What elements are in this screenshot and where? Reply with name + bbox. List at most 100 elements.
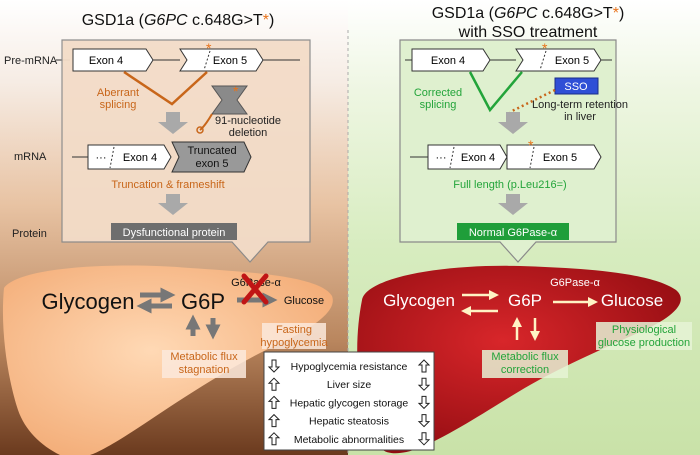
left-exon4-pre — [72, 48, 154, 72]
truncation-label: Truncation & frameshift — [111, 179, 224, 191]
dysfunctional-protein-label: Dysfunctional protein — [123, 227, 226, 239]
outcome-label: Hepatic steatosis — [309, 416, 389, 428]
physio-label-1: Physiological — [612, 324, 676, 336]
row-label-protein: Protein — [12, 228, 47, 240]
left-mrna-dots: ··· — [96, 152, 107, 164]
full-length-label: Full length (p.Leu216=) — [453, 179, 566, 191]
correction-label-1: Metabolic flux — [491, 351, 559, 363]
corrected-splice-path — [468, 71, 523, 113]
right-exon5-splice-mark — [539, 50, 547, 71]
outcome-label: Liver size — [327, 379, 372, 391]
left-g6p: G6P — [181, 289, 225, 314]
arrow-down-icon — [417, 395, 431, 410]
right-mrna-dots: ··· — [436, 152, 447, 164]
row-label-pre-mrna: Pre-mRNA — [4, 55, 58, 67]
left-mutation-star-pre: * — [206, 40, 212, 56]
left-exon5-pre — [179, 48, 264, 72]
fasting-label-2: hypoglycemia — [260, 337, 328, 349]
arrow-up-icon — [267, 432, 281, 446]
sso-binding-line — [509, 88, 556, 114]
left-exon5-splice-mark — [203, 50, 211, 71]
stagnation-label-bg — [162, 350, 246, 378]
right-exon4-pre — [411, 48, 491, 72]
fasting-label-bg — [262, 323, 326, 349]
arrow-down-icon — [417, 414, 431, 428]
deleted-fragment — [211, 85, 248, 115]
right-exon5-pre — [515, 48, 602, 72]
right-exon5-pre-label: Exon 5 — [555, 55, 589, 67]
dysfunctional-protein-box — [111, 223, 237, 240]
aberrant-splice-path — [123, 70, 208, 106]
right-mrna-exon4-label: Exon 4 — [461, 152, 495, 164]
truncated-label-1: Truncated — [187, 145, 236, 157]
left-glucose: Glucose — [284, 295, 324, 307]
truncated-exon5 — [171, 141, 252, 173]
outcome-label: Metabolic abnormalities — [294, 434, 404, 446]
stagnation-label-1: Metabolic flux — [170, 351, 238, 363]
right-arrow-to-mrna — [498, 112, 528, 134]
right-mutation-star-mrna: * — [528, 137, 534, 153]
left-panel: Exon 4 * Exon 5 Aberrant splicing * 91-n… — [61, 39, 311, 263]
stagnation-label-2: stagnation — [179, 364, 230, 376]
arrow-up-icon — [267, 377, 281, 391]
retention-label-1: Long-term retention — [532, 99, 628, 111]
right-exon4-pre-label: Exon 4 — [431, 55, 465, 67]
correction-label-2: correction — [501, 364, 549, 376]
right-g6pase: G6Pase-α — [550, 277, 600, 289]
deletion-label-2: deletion — [229, 127, 268, 139]
physio-label-2: glucose production — [598, 337, 690, 349]
normal-protein-label: Normal G6Pase-α — [469, 227, 558, 239]
outcome-label: Hepatic glycogen storage — [290, 397, 409, 409]
left-mutation-star-fragment: * — [233, 83, 239, 99]
deletion-label-1: 91-nucleotide — [215, 115, 281, 127]
arrow-up-icon — [267, 413, 281, 428]
deletion-loop-end — [196, 126, 204, 134]
blocked-cross-icon — [241, 273, 269, 305]
right-title-line2: with SSO treatment — [458, 24, 598, 41]
arrow-down-icon — [267, 359, 281, 373]
arrow-down-icon — [417, 377, 431, 391]
fasting-label-1: Fasting — [276, 324, 312, 336]
outcomes-table-box — [263, 351, 435, 451]
left-g6pase: G6Pase-α — [231, 277, 281, 289]
left-title: GSD1a (G6PC c.648G>T*) — [82, 12, 275, 29]
arrow-up-icon — [267, 395, 281, 409]
left-exon4-pre-label: Exon 4 — [89, 55, 123, 67]
sso-box — [554, 77, 599, 95]
left-glycogen: Glycogen — [42, 289, 135, 314]
right-arrow-to-protein — [498, 194, 528, 215]
left-mrna-exon4 — [87, 144, 172, 170]
aberrant-label-1: Aberrant — [97, 87, 139, 99]
physio-label-bg — [596, 322, 692, 350]
aberrant-label-2: splicing — [100, 99, 137, 111]
arrow-up-icon — [417, 359, 431, 373]
retention-label-2: in liver — [564, 111, 596, 123]
deletion-loop — [199, 113, 213, 131]
row-label-mrna: mRNA — [14, 151, 47, 163]
left-mrna-splice-mark — [109, 146, 115, 169]
left-arrow-to-mrna — [158, 112, 188, 134]
right-panel: Exon 4 * Exon 5 Corrected splicing SSO L… — [399, 39, 628, 263]
outcome-label: Hypoglycemia resistance — [291, 361, 408, 373]
corrected-label-2: splicing — [420, 99, 457, 111]
right-mrna-exon5-label: Exon 5 — [543, 152, 577, 164]
right-glycogen: Glycogen — [383, 291, 455, 310]
right-mrna-exon5-mark — [529, 146, 535, 169]
left-exon5-pre-label: Exon 5 — [213, 55, 247, 67]
corrected-label-1: Corrected — [414, 87, 462, 99]
correction-label-bg — [482, 350, 568, 378]
normal-protein-box — [457, 223, 569, 240]
right-mrna-exon4 — [427, 144, 508, 170]
right-mrna-splice-mark — [449, 146, 455, 169]
left-arrow-to-protein — [158, 194, 188, 215]
right-glucose: Glucose — [601, 291, 663, 310]
right-mutation-star-pre: * — [542, 40, 548, 56]
right-g6p: G6P — [508, 291, 542, 310]
arrow-down-icon — [417, 432, 431, 446]
sso-label: SSO — [564, 81, 588, 93]
right-title: GSD1a (G6PC c.648G>T*) — [432, 5, 625, 22]
truncated-label-2: exon 5 — [195, 158, 228, 170]
